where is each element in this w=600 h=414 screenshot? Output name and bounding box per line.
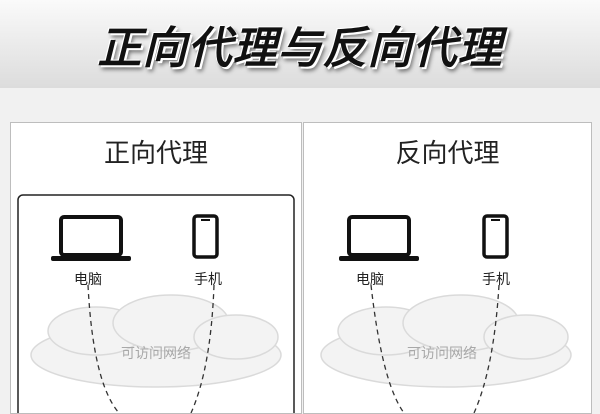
connection-line-laptop <box>87 284 120 413</box>
cloud-icon <box>30 294 282 388</box>
laptop-icon <box>339 215 419 261</box>
laptop-label: 电脑 <box>356 272 384 288</box>
cloud-icon <box>320 294 572 388</box>
connection-line-laptop <box>370 284 405 413</box>
phone-label: 手机 <box>194 272 222 288</box>
panel-title: 正向代理 <box>103 139 208 169</box>
forward-proxy-diagram <box>17 194 295 413</box>
header-banner: 正向代理与反向代理 <box>0 0 600 88</box>
cloud-label: 可访问网络 <box>407 346 477 362</box>
panel-title: 反向代理 <box>395 139 500 169</box>
phone-icon <box>482 214 509 259</box>
main-title: 正向代理与反向代理 <box>97 23 503 74</box>
reverse-proxy-diagram <box>320 214 572 413</box>
laptop-icon <box>51 215 131 261</box>
cloud-label: 可访问网络 <box>121 346 191 362</box>
reverse-proxy-panel: 反向代理 电脑 手机 可访问网络 <box>303 122 592 414</box>
forward-proxy-panel: 正向代理 电脑 手机 可访问网络 <box>10 122 302 414</box>
phone-label: 手机 <box>482 272 510 288</box>
forward-proxy-inner-box <box>17 194 295 413</box>
phone-icon <box>192 214 219 259</box>
laptop-label: 电脑 <box>74 272 102 288</box>
